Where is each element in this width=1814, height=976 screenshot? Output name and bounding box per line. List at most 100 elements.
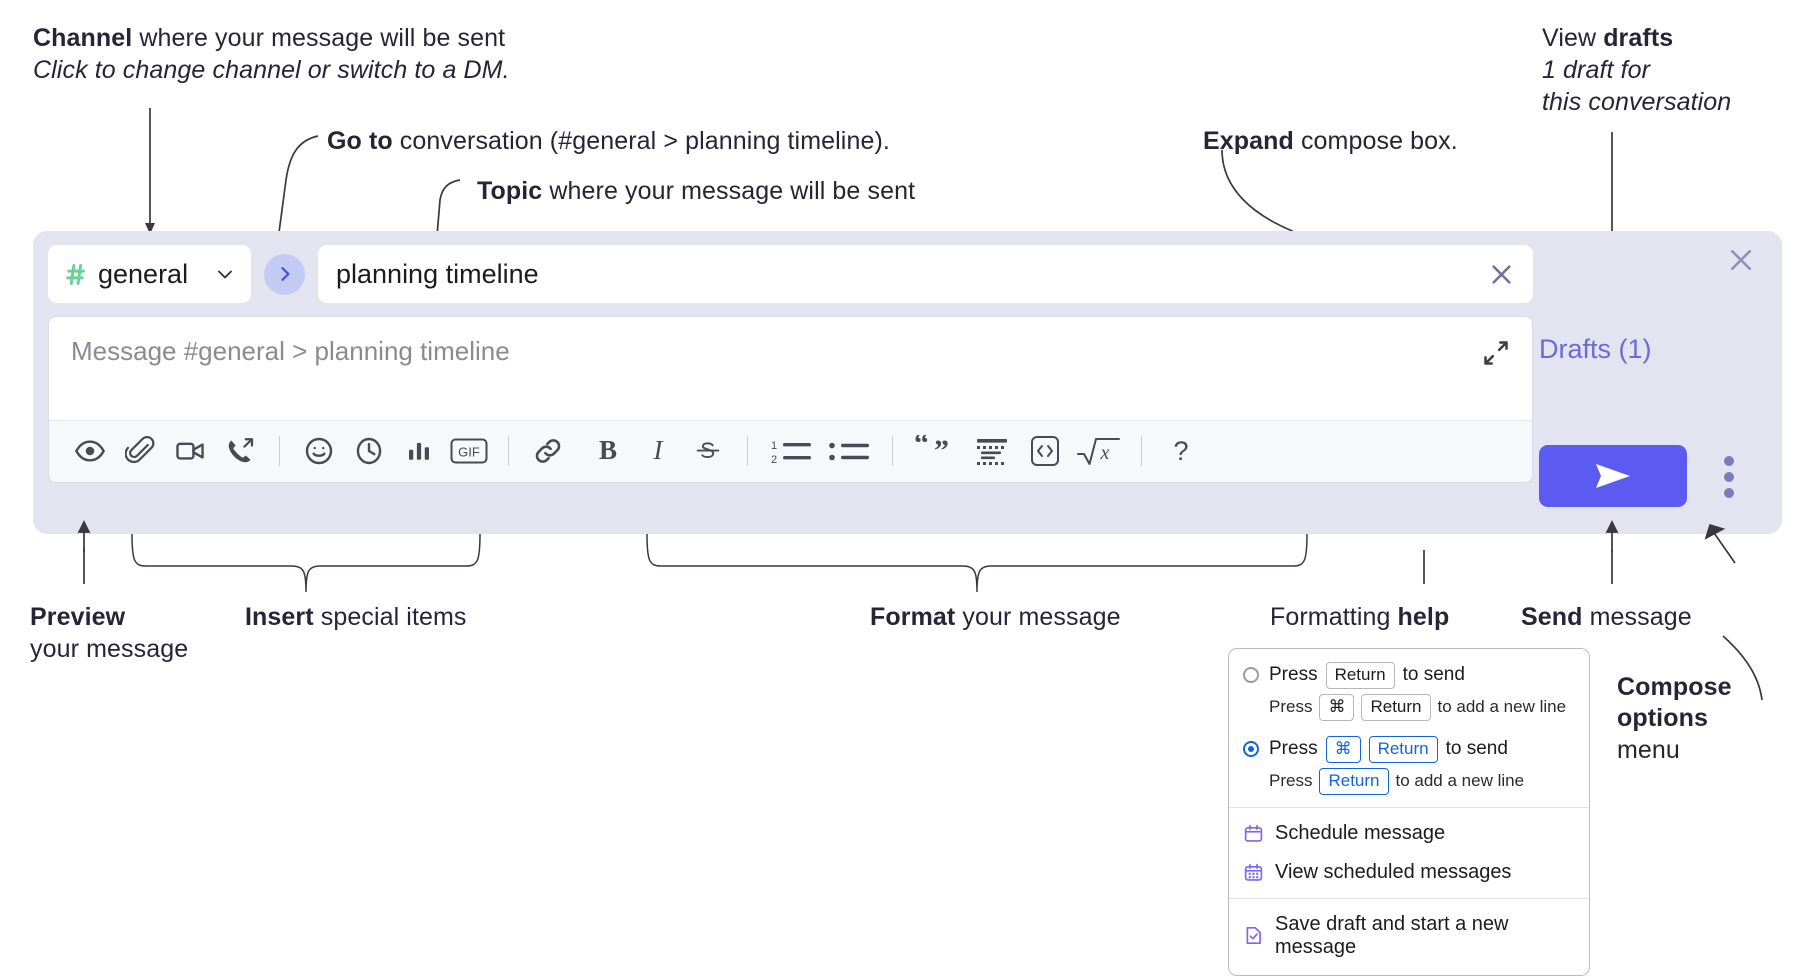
send-option-cmd-return[interactable]: Press ⌘ Return to send <box>1229 733 1589 766</box>
annotation-help-bold: help <box>1397 603 1450 631</box>
formatting-help-button[interactable]: ? <box>1156 428 1206 474</box>
kebab-dot <box>1724 488 1734 498</box>
italic-button[interactable]: I <box>633 428 683 474</box>
sub-press-label: Press <box>1269 697 1313 717</box>
bold-label: B <box>599 435 617 465</box>
annotation-arrowhead-compose-options <box>1704 523 1736 564</box>
annotation-drafts-italic1: 1 draft for <box>1542 56 1651 84</box>
send-option-return[interactable]: Press Return to send <box>1229 659 1589 692</box>
annotation-goto-bold: Go to <box>327 127 393 155</box>
annotation-insert: Insert special items <box>245 601 467 633</box>
message-input[interactable]: Message #general > planning timeline <box>71 336 510 366</box>
svg-text:2: 2 <box>771 454 777 466</box>
latex-button[interactable]: x <box>1071 428 1127 474</box>
audio-clip-button[interactable] <box>215 428 265 474</box>
code-button[interactable] <box>1019 428 1071 474</box>
send-option-cmd-return-text: Press ⌘ Return to send <box>1269 735 1508 763</box>
video-clip-button[interactable] <box>165 428 215 474</box>
code-block-button[interactable] <box>965 428 1019 474</box>
topic-value: planning timeline <box>336 258 539 289</box>
emoji-button[interactable] <box>294 428 344 474</box>
menu-item-schedule-message[interactable]: Schedule message <box>1229 814 1589 853</box>
compose-inner: general planning timeline Message #gener… <box>48 245 1533 483</box>
schedule-section: Schedule message View scheduled messages <box>1229 808 1589 898</box>
to-send-label: to send <box>1402 664 1465 686</box>
channel-select[interactable]: general <box>48 245 251 303</box>
radio-cmd-return[interactable] <box>1243 741 1259 758</box>
annotation-drafts-italic2: this conversation <box>1542 88 1732 116</box>
svg-text:”: ” <box>934 435 949 467</box>
bulleted-list-button[interactable] <box>820 428 878 474</box>
message-area: Message #general > planning timeline <box>48 316 1533 483</box>
blockquote-button[interactable]: “” <box>907 428 965 474</box>
send-options-section: Press Return to send Press ⌘ Return to a… <box>1229 649 1589 807</box>
annotation-leader-lines-top <box>145 108 1613 260</box>
calendar-grid-icon <box>1243 862 1264 883</box>
svg-text:x: x <box>1100 442 1110 464</box>
annotation-arrowhead-preview <box>77 520 91 552</box>
annotation-insert-bold: Insert <box>245 603 314 631</box>
topic-clear-button[interactable] <box>1481 254 1521 294</box>
send-option-cmd-return-subtext: Press Return to add a new line <box>1229 766 1589 799</box>
drafts-link[interactable]: Drafts (1) <box>1539 334 1652 365</box>
kebab-dot <box>1724 456 1734 466</box>
send-button[interactable] <box>1539 445 1687 507</box>
annotation-expand-bold: Expand <box>1203 127 1294 155</box>
menu-item-view-scheduled-messages[interactable]: View scheduled messages <box>1229 853 1589 892</box>
annotation-channel: Channel where your message will be sent … <box>33 22 510 86</box>
annotation-preview-rest: your message <box>30 635 189 663</box>
sub-press-label: Press <box>1269 771 1313 791</box>
link-button[interactable] <box>523 428 573 474</box>
gif-button[interactable]: GIF <box>444 428 494 474</box>
key-return: Return <box>1361 693 1431 721</box>
annotation-topic-bold: Topic <box>477 177 543 205</box>
topic-field[interactable]: planning timeline <box>318 245 1533 303</box>
annotation-goto: Go to conversation (#general > planning … <box>327 125 890 157</box>
annotation-expand: Expand compose box. <box>1203 125 1458 157</box>
sub-tail-label: to add a new line <box>1395 771 1525 791</box>
annotation-leader-lines-bottom <box>83 548 1763 700</box>
key-return: Return <box>1319 767 1389 795</box>
panel-close-button[interactable] <box>1724 243 1758 277</box>
separator-4 <box>892 436 893 467</box>
attach-button[interactable] <box>115 428 165 474</box>
annotation-expand-rest: compose box. <box>1293 127 1458 155</box>
draft-section: Save draft and start a new message <box>1229 899 1589 975</box>
annotation-compose-options: Compose options menu <box>1617 672 1732 766</box>
goto-conversation-button[interactable] <box>264 253 305 295</box>
svg-text:1: 1 <box>771 440 777 452</box>
strikethrough-button[interactable] <box>683 428 733 474</box>
expand-compose-button[interactable] <box>1478 335 1514 371</box>
bold-button[interactable]: B <box>583 428 633 474</box>
annotation-drafts: View drafts 1 draft for this conversatio… <box>1542 22 1731 118</box>
menu-divider <box>1229 897 1589 899</box>
italic-label: I <box>653 435 665 465</box>
annotation-compose-options-bold1: Compose <box>1617 673 1732 701</box>
hash-icon <box>62 261 89 288</box>
reminder-button[interactable] <box>344 428 394 474</box>
poll-button[interactable] <box>394 428 444 474</box>
to-send-label: to send <box>1445 738 1508 760</box>
annotation-insert-rest: special items <box>313 603 467 631</box>
menu-item-save-draft[interactable]: Save draft and start a new message <box>1229 905 1589 967</box>
chevron-right-icon <box>275 264 295 284</box>
annotation-drafts-bold: drafts <box>1603 24 1674 52</box>
annotation-arrowhead-send <box>1605 520 1619 552</box>
key-return: Return <box>1368 735 1438 763</box>
channel-name: general <box>98 258 189 289</box>
separator-2 <box>508 436 509 467</box>
radio-return[interactable] <box>1243 667 1259 684</box>
compose-options-menu-button[interactable] <box>1714 455 1744 499</box>
compose-panel: general planning timeline Message #gener… <box>33 231 1782 534</box>
drafts-label: Drafts (1) <box>1539 334 1652 364</box>
separator-1 <box>279 436 280 467</box>
annotation-drafts-lead: View <box>1542 24 1604 52</box>
annotation-send: Send message <box>1521 601 1692 633</box>
preview-button[interactable] <box>65 428 115 474</box>
kebab-dot <box>1724 472 1734 482</box>
annotation-format-rest: your message <box>955 603 1121 631</box>
gif-label: GIF <box>458 445 480 460</box>
annotation-format: Format your message <box>870 601 1121 633</box>
